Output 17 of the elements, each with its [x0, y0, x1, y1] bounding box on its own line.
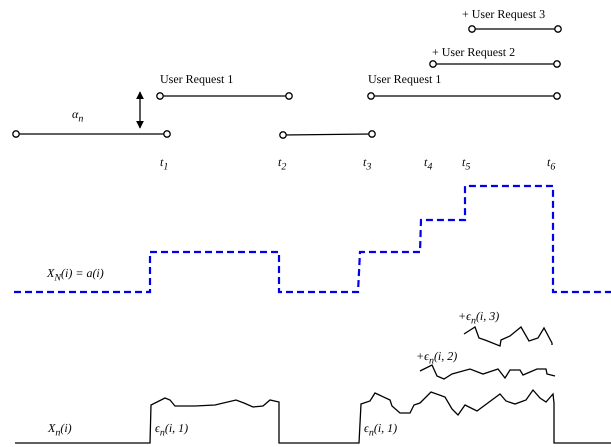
time-label: t$_{5}$ [462, 155, 470, 174]
time-label: t$_{1}$ [160, 155, 168, 174]
request-label: User Request 1 [160, 72, 234, 86]
math-label: X$_{N}$(i) = a(i) [47, 266, 104, 286]
math-label: X$_{n}$(i) [48, 421, 72, 440]
math-label: ϵ$_{n}$(i, 1) [364, 421, 398, 440]
request-label: User Request 1 [368, 72, 442, 86]
time-label: t$_{4}$ [424, 155, 432, 174]
math-label: +ϵ$_{n}$(i, 3) [458, 309, 500, 328]
request-label: + User Request 3 [462, 7, 546, 21]
request-label: + User Request 2 [432, 45, 516, 59]
time-label: t$_{3}$ [363, 155, 372, 174]
time-label: t$_{6}$ [547, 155, 556, 174]
math-label: ϵ$_{n}$(i, 1) [155, 421, 188, 440]
math-label: +ϵ$_{n}$(i, 2) [416, 349, 458, 368]
math-label: α$_{n}$ [72, 107, 84, 126]
time-label: t$_{2}$ [278, 155, 286, 174]
